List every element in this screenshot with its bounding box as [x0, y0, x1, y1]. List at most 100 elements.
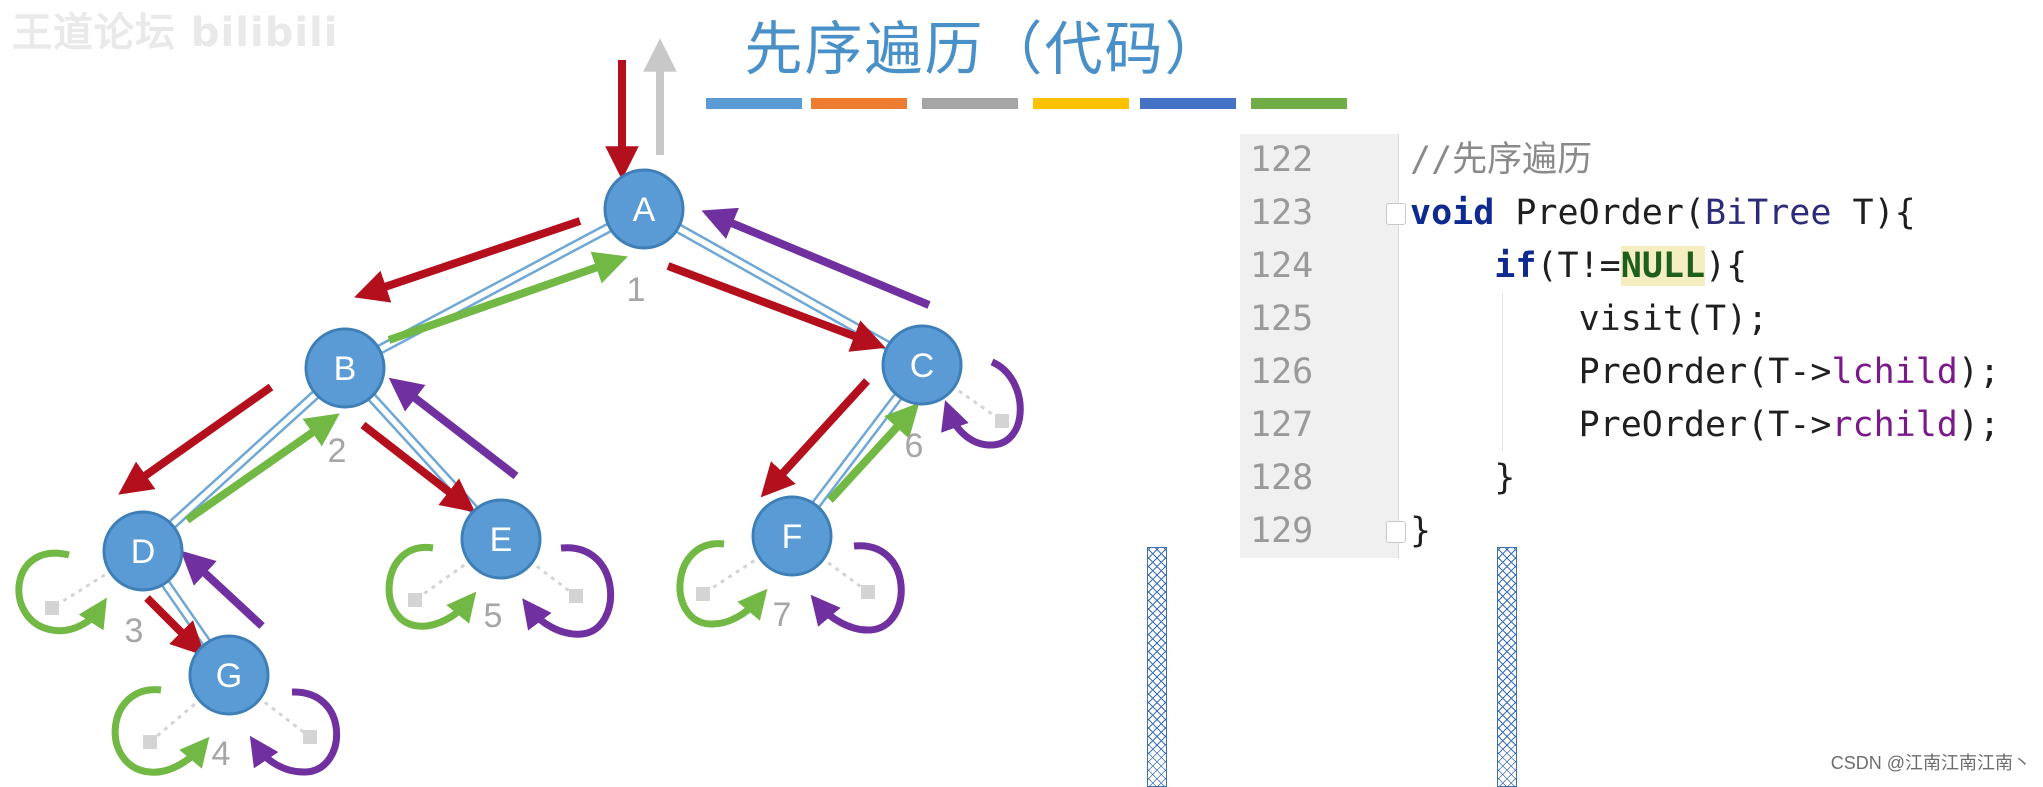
visit-order-label-E: 5 [484, 597, 503, 635]
code-token: rchild [1831, 405, 1958, 445]
fold-marker-icon[interactable] [1386, 521, 1406, 543]
tree-node-label: E [490, 521, 513, 559]
code-token: ); [1957, 352, 2001, 392]
null-child-stubs [45, 363, 1009, 749]
visit-order-label-F: 7 [773, 596, 792, 634]
green-traversal-arrow [387, 251, 628, 344]
code-token [1410, 246, 1494, 286]
code-token: //先序遍历 [1410, 140, 1593, 180]
null-stub-line [921, 363, 1003, 423]
slide-title: 先序遍历（代码） [0, 2, 2043, 86]
line-number: 126 [1250, 352, 1314, 392]
null-stub-line [791, 534, 869, 594]
null-child-marker [408, 593, 422, 607]
null-child-marker [696, 587, 710, 601]
line-number: 128 [1250, 458, 1314, 498]
purple-return-loop-arrow [941, 358, 1024, 449]
visit-order-label-A: 1 [627, 271, 646, 309]
tree-node-label: C [910, 347, 935, 385]
code-token: ); [1957, 405, 2001, 445]
color-bar-segment [1033, 98, 1129, 109]
tree-edge-AB [346, 211, 647, 373]
code-text: void PreOrder(BiTree T){ [1410, 187, 1916, 240]
null-child-marker [995, 414, 1009, 428]
line-number: 127 [1250, 405, 1314, 445]
tree-node-F [751, 495, 833, 577]
green-return-loop-arrow [385, 544, 477, 630]
color-bar-segment [706, 98, 802, 109]
color-bar [706, 98, 1347, 109]
red-traversal-arrow [666, 262, 886, 352]
slide-title-text: 先序遍历（代码） [744, 15, 1225, 83]
code-token: } [1410, 511, 1432, 551]
color-bar-segment [1140, 98, 1236, 109]
color-bar-segment [1251, 98, 1347, 109]
green-return-loop-arrow [111, 686, 210, 776]
line-number: 125 [1250, 299, 1314, 339]
visit-order-label-C: 6 [905, 427, 924, 465]
code-token: void [1410, 193, 1495, 233]
visit-order-label-B: 2 [328, 432, 347, 470]
purple-traversal-arrow [701, 207, 931, 309]
green-return-loop-arrow [15, 549, 107, 635]
code-token: BiTree [1705, 193, 1832, 233]
tree-node-B [304, 327, 386, 409]
green-traversal-arrow [827, 402, 920, 503]
tree-edge-AC [641, 211, 921, 370]
red-traversal-arrow [360, 421, 476, 513]
tree-node-label: B [334, 350, 357, 388]
null-stub-line [500, 537, 577, 598]
code-text: if(T!=NULL){ [1410, 240, 1747, 293]
line-number-gutter [1240, 134, 1399, 558]
red-traversal-arrow [354, 217, 582, 303]
color-bar-segment [922, 98, 1018, 109]
code-text: PreOrder(T->lchild); [1410, 346, 2000, 399]
tree-edge-BD [144, 370, 349, 555]
red-traversal-arrow [760, 378, 870, 498]
line-number: 123 [1250, 193, 1314, 233]
purple-return-loop-arrow [810, 542, 905, 634]
code-token: lchild [1831, 352, 1958, 392]
code-token: NULL [1620, 246, 1706, 286]
code-text: } [1410, 505, 1431, 558]
line-number: 124 [1250, 246, 1314, 286]
csdn-credit: CSDN @江南江南江南丶 [1830, 753, 2031, 773]
null-child-marker [45, 601, 59, 615]
visit-order-label-G: 4 [212, 735, 231, 773]
code-text: } [1410, 452, 1515, 505]
tree-node-A [603, 168, 685, 250]
tree-node-label: D [131, 533, 156, 571]
null-child-marker [303, 730, 317, 744]
code-token: if [1494, 246, 1537, 286]
red-traversal-arrow [144, 595, 205, 656]
code-token: PreOrder(T-> [1410, 352, 1832, 392]
green-traversal-arrow [184, 413, 340, 524]
red-traversal-arrow [118, 383, 274, 495]
tree-edge-BD [139, 364, 344, 549]
tree-node-E [460, 498, 542, 580]
fold-marker-icon[interactable] [1386, 203, 1406, 225]
purple-return-loop-arrow [249, 688, 340, 776]
visit-order-label-D: 3 [125, 612, 144, 650]
visit-order-labels: 1 2 6 3 5 7 4 [125, 271, 924, 773]
code-token: PreOrder(T-> [1410, 405, 1832, 445]
purple-traversal-arrow [388, 377, 519, 480]
indent-guide [1502, 293, 1503, 452]
code-token: T){ [1831, 193, 1916, 233]
purple-traversal-arrow [180, 550, 265, 629]
tree-node-G [188, 634, 270, 716]
hatched-pillar-left [1147, 547, 1167, 787]
tree-node-label: A [633, 191, 656, 229]
null-child-marker [143, 735, 157, 749]
null-child-marker [861, 585, 875, 599]
code-token: PreOrder( [1494, 193, 1706, 233]
null-return-loops [15, 358, 1024, 776]
tree-node-C [881, 324, 963, 406]
line-number: 129 [1250, 511, 1314, 551]
color-bar-segment [811, 98, 907, 109]
code-text: //先序遍历 [1410, 134, 1592, 187]
purple-return-loop-arrow [522, 544, 615, 638]
